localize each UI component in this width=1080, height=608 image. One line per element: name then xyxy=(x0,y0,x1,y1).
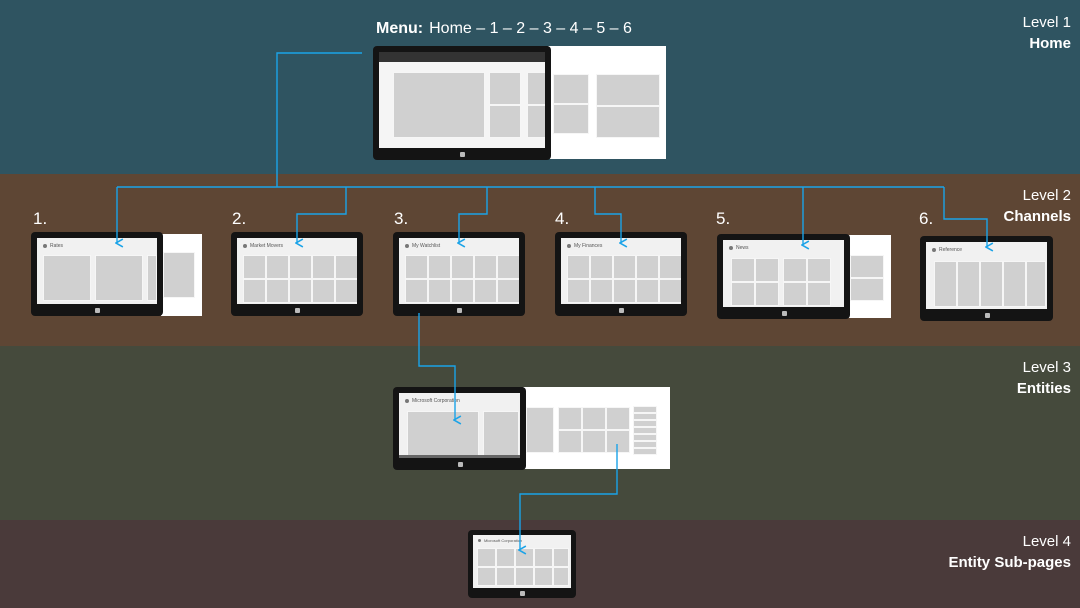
channel-5-number: 5. xyxy=(716,209,731,228)
level-2-label: Level 2 Channels xyxy=(1003,185,1071,227)
level-1-label: Level 1 Home xyxy=(1023,12,1071,54)
connector-channel-3 xyxy=(459,187,488,243)
connector-subpage xyxy=(520,444,618,550)
channel-my-finances-tablet: My Finances xyxy=(555,232,687,316)
connector-channel-6 xyxy=(943,187,987,247)
home-page-extension xyxy=(548,46,666,159)
level-title: Entity Sub-pages xyxy=(948,554,1071,571)
level-title: Home xyxy=(1029,35,1071,52)
entity-title: Microsoft Corporation xyxy=(405,398,460,404)
home-tablet xyxy=(373,46,551,160)
channel-market-movers-tablet: Market Movers xyxy=(231,232,363,316)
channel-1-number: 1. xyxy=(33,209,48,228)
channel-title: My Finances xyxy=(567,243,602,249)
entity-subpage-tablet: Microsoft Corporation xyxy=(468,530,576,598)
level-number: Level 2 xyxy=(1022,187,1071,204)
menu-caption: Menu: Home – 1 – 2 – 3 – 4 – 5 – 6 xyxy=(376,20,632,38)
level-title: Entities xyxy=(1016,380,1071,397)
level-3-label: Level 3 Entities xyxy=(1017,357,1071,399)
channel-news-tablet: News xyxy=(717,234,850,319)
channel-reference-tablet: Reference xyxy=(920,236,1053,321)
channel-title: My Watchlist xyxy=(405,243,440,249)
channel-3-number: 3. xyxy=(394,209,409,228)
channel-6-number: 6. xyxy=(919,209,934,228)
level-number: Level 4 xyxy=(1022,533,1071,550)
channel-title: Rates xyxy=(43,243,63,249)
level-number: Level 3 xyxy=(1022,359,1071,376)
channel-2-number: 2. xyxy=(232,209,247,228)
channel-title: News xyxy=(729,245,749,251)
connector-entity xyxy=(418,313,455,420)
channel-4-number: 4. xyxy=(555,209,570,228)
connector-home xyxy=(276,52,362,187)
channel-title: Reference xyxy=(932,247,962,253)
channel-rates-tablet: Rates xyxy=(31,232,163,316)
level-4-label: Level 4 Entity Sub-pages xyxy=(948,531,1071,573)
news-page-extension xyxy=(848,235,891,318)
entity-tablet: Microsoft Corporation xyxy=(393,387,526,470)
menu-label: Menu: xyxy=(376,20,424,37)
level-title: Channels xyxy=(1003,208,1071,225)
level-number: Level 1 xyxy=(1022,14,1071,31)
channel-title: Market Movers xyxy=(243,243,283,249)
connector-channel-2 xyxy=(297,187,347,243)
rates-page-extension xyxy=(161,234,202,316)
menu-items: Home – 1 – 2 – 3 – 4 – 5 – 6 xyxy=(429,20,632,37)
home-menu-bar xyxy=(379,52,545,62)
subpage-title: Microsoft Corporation xyxy=(478,538,522,543)
connector-channel-4 xyxy=(594,187,621,243)
entity-page-extension xyxy=(523,387,670,469)
